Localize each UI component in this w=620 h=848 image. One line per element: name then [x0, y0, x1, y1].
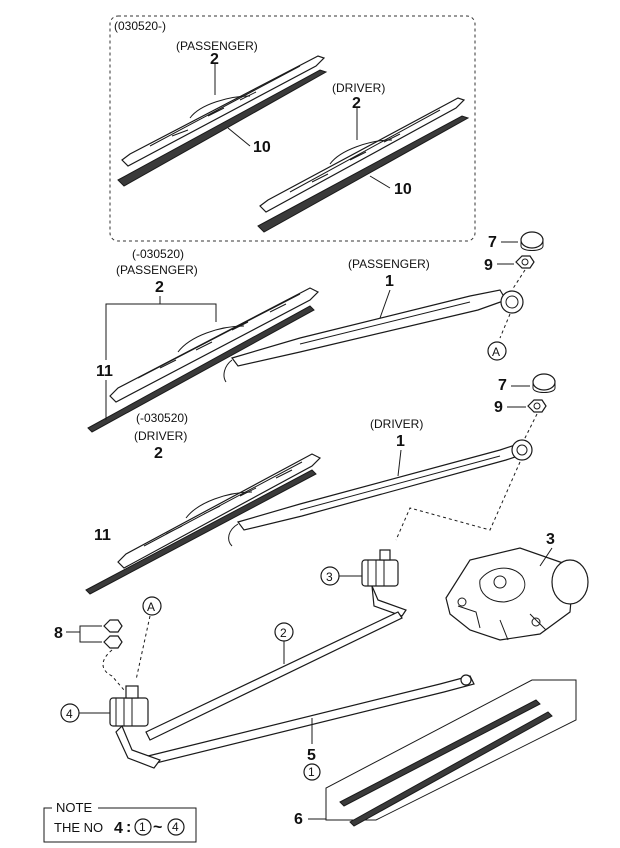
note-to: 4: [172, 820, 179, 834]
inset-passenger-refill-no: 10: [253, 139, 271, 156]
link-no: 5: [307, 747, 316, 764]
passenger-cap-no: 7: [488, 234, 497, 251]
inset-code: (030520-): [114, 19, 166, 33]
note-tilde: ~: [153, 819, 162, 836]
old-driver-refill-no: 11: [94, 527, 111, 544]
old-passenger-code: (-030520): [132, 247, 184, 261]
inset-driver-caption: (DRIVER): [332, 81, 385, 95]
inset-frame: [109, 15, 476, 242]
inset-driver-blade-no: 2: [352, 95, 361, 112]
note-box: NOTE THE NO 4 : 1 ~ 4: [43, 800, 197, 843]
refill-box: [325, 679, 577, 827]
linkage-nut-bottom: [103, 635, 123, 649]
passenger-arm-caption: (PASSENGER): [348, 257, 430, 271]
passenger-arm-no: 1: [385, 273, 394, 290]
old-passenger-refill-no: 11: [96, 363, 113, 380]
driver-pivot: [109, 685, 161, 769]
passenger-arm-nut: [515, 255, 535, 269]
linkage-rods: [145, 611, 475, 765]
old-driver-caption: (DRIVER): [134, 429, 187, 443]
inset-passenger-blade-no: 2: [210, 51, 219, 68]
inset-passenger-caption: (PASSENGER): [176, 39, 258, 53]
old-driver-code: (-030520): [136, 411, 188, 425]
inset-driver-refill-no: 10: [394, 181, 412, 198]
note-sep: :: [126, 819, 131, 836]
note-title: NOTE: [56, 800, 92, 815]
note-from: 1: [139, 820, 146, 834]
passenger-ref-A: A: [492, 345, 500, 359]
linkage-nut-top: [103, 619, 123, 633]
rod-circled-no: 2: [280, 626, 287, 640]
linkage-ref-A: A: [147, 600, 155, 614]
old-driver-blade: [85, 453, 322, 595]
inset-new-blades: (030520-) (PASSENGER) 2 10 (DRIVER) 2 10: [109, 15, 476, 242]
driver-cap-no: 7: [498, 377, 507, 394]
passenger-wiper-arm: [223, 289, 524, 383]
driver-arm-nut: [527, 399, 547, 413]
wiper-motor: [445, 547, 589, 641]
old-passenger-blade-no: 2: [155, 279, 164, 296]
driver-arm-cap: [532, 373, 556, 393]
note-prefix: THE NO: [54, 820, 103, 835]
driver-nut-no: 9: [494, 399, 503, 416]
old-passenger-blade: [87, 287, 320, 433]
link-circled-sub: 1: [308, 765, 315, 779]
passenger-pivot: [361, 549, 407, 617]
motor-no: 3: [546, 531, 555, 548]
old-driver-blade-no: 2: [154, 445, 163, 462]
passenger-arm-cap: [520, 231, 544, 251]
driver-wiper-arm: [228, 439, 533, 547]
passenger-nut-no: 9: [484, 257, 493, 274]
nut-no: 8: [54, 625, 63, 642]
old-passenger-caption: (PASSENGER): [116, 263, 198, 277]
inset-passenger-blade: [117, 55, 328, 187]
inset-driver-blade: [257, 97, 470, 233]
refill-no: 6: [294, 811, 303, 828]
driver-pivot-circled-no: 4: [66, 707, 73, 721]
driver-arm-no: 1: [396, 433, 405, 450]
driver-arm-caption: (DRIVER): [370, 417, 423, 431]
note-num: 4: [114, 820, 123, 837]
pivot-circled-no: 3: [326, 570, 333, 584]
